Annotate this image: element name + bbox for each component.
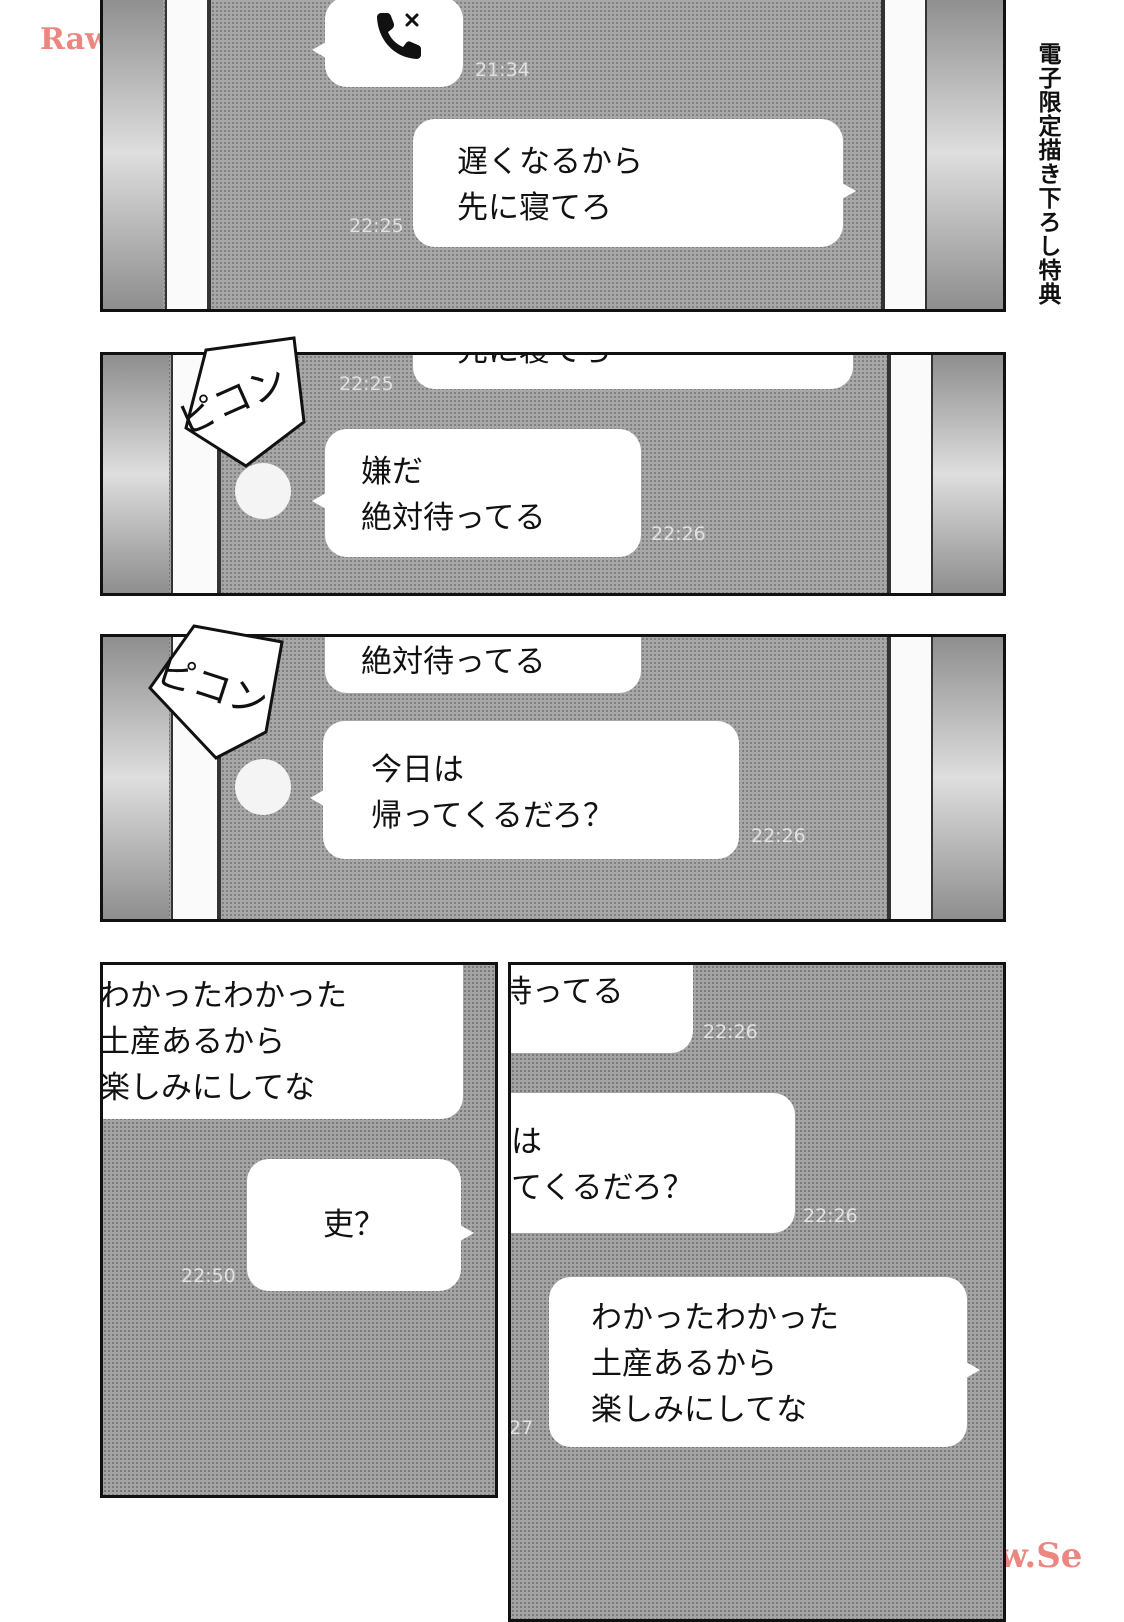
panel-5: 待ってる 22:26 は てくるだろ？ 22:26 わかったわかった 土産あるか… [508, 962, 1006, 1622]
phone-edge-right [933, 637, 1003, 919]
message-line: 楽しみにしてな [100, 1070, 316, 1106]
chat-bubble-outgoing: 吏？ [247, 1159, 474, 1291]
message-line: 土産あるから [100, 1024, 285, 1060]
chat-bubble-previous: 先に寝てろ [413, 355, 853, 389]
phone-frame-right [889, 355, 933, 593]
message-line: わかったわかった [591, 1300, 839, 1336]
chat-bubble-outgoing: わかったわかった 土産あるから 楽しみにしてな [100, 965, 463, 1119]
chat-bubble-outgoing: わかったわかった 土産あるから 楽しみにしてな [549, 1277, 980, 1447]
message-line: 遅くなるから [457, 144, 643, 180]
phone-edge-left [103, 0, 163, 309]
avatar [235, 463, 291, 519]
phone-frame-left [165, 0, 209, 309]
message-line: わかったわかった [100, 978, 347, 1014]
message-timestamp: 22:50 [181, 1265, 236, 1287]
message-line: 待ってる [508, 974, 624, 1010]
message-line: 帰ってくるだろ？ [371, 798, 615, 834]
call-timestamp: 21:34 [475, 59, 530, 81]
phone-frame-right [883, 0, 927, 309]
message-timestamp: 22:26 [751, 825, 806, 847]
message-timestamp: 27 [509, 1417, 534, 1439]
avatar [235, 759, 291, 815]
phone-frame-right [889, 637, 933, 919]
message-line: 先に寝てろ [457, 190, 612, 226]
message-line: 絶対待ってる [361, 500, 546, 536]
ping-sfx: ピコン [166, 332, 316, 482]
chat-bubble-previous: は てくるだろ？ [511, 1093, 795, 1233]
chat-bubble-outgoing: 遅くなるから 先に寝てろ [413, 119, 856, 247]
ping-sfx: ピコン [146, 614, 296, 774]
message-timestamp: 22:25 [339, 373, 394, 395]
message-line: 先に寝てろ [457, 355, 853, 369]
message-line: 嫌だ [361, 454, 423, 490]
message-line: てくるだろ？ [511, 1170, 694, 1206]
message-line: 土産あるから [591, 1346, 777, 1382]
message-line: は [511, 1124, 542, 1160]
message-timestamp: 22:26 [703, 1021, 758, 1043]
missed-call-bubble [312, 0, 463, 87]
chat-bubble-incoming: 今日は 帰ってくるだろ？ [310, 721, 739, 859]
chat-bubble-previous: 絶対待ってる [325, 637, 641, 693]
chat-bubble-previous: 待ってる [508, 965, 693, 1053]
phone-edge-right [927, 0, 1003, 309]
panel-1: 21:34 遅くなるから 先に寝てろ 22:25 [100, 0, 1006, 312]
phone-missed-icon [369, 7, 425, 76]
message-timestamp: 22:25 [349, 215, 404, 237]
phone-edge-right [933, 355, 1003, 593]
message-line: 絶対待ってる [361, 644, 546, 680]
message-timestamp: 22:26 [803, 1205, 858, 1227]
panel-4: わかったわかった 土産あるから 楽しみにしてな 吏？ 22:50 [100, 962, 498, 1498]
message-timestamp: 22:26 [651, 523, 706, 545]
side-label: 電子限定描き下ろし特典 [1034, 42, 1060, 306]
message-line: 吏？ [323, 1207, 385, 1243]
message-line: 楽しみにしてな [591, 1392, 808, 1428]
message-line: 今日は [371, 752, 464, 788]
phone-edge-left [103, 355, 169, 593]
chat-bubble-incoming: 嫌だ 絶対待ってる [312, 429, 641, 557]
